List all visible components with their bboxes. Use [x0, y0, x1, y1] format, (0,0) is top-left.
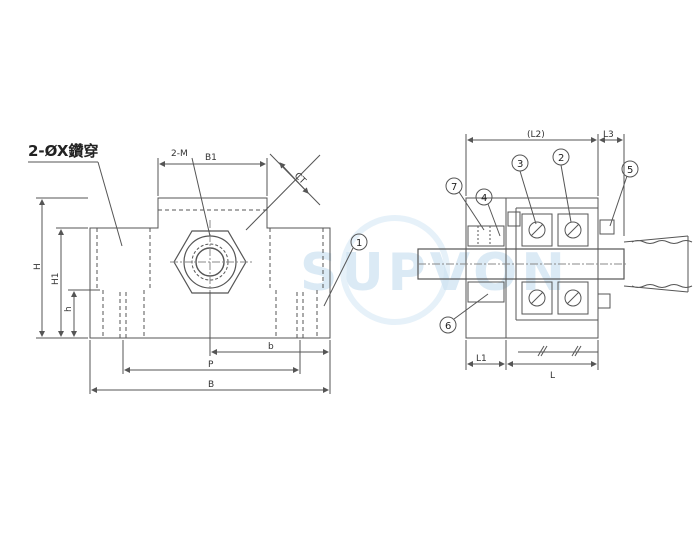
callout-4: 4 — [481, 193, 487, 204]
dim-h-total: H — [33, 263, 43, 270]
callout-7: 7 — [451, 182, 457, 193]
callout-6: 6 — [445, 321, 451, 332]
watermark: SUPVON — [300, 215, 569, 325]
dim-l2: (L2) — [527, 130, 545, 140]
front-centerlines — [170, 220, 252, 304]
callout-5: 5 — [627, 165, 633, 176]
dim-b-small: b — [268, 342, 274, 352]
hole-spec-label: 2-ØX鑽穿 — [28, 142, 98, 160]
side-housing — [465, 197, 599, 339]
callout-3: 3 — [517, 159, 523, 170]
dim-l: L — [550, 371, 555, 381]
side-bearings — [521, 213, 589, 315]
front-view — [28, 153, 368, 394]
side-screw-thread — [623, 235, 693, 293]
callout-2: 2 — [558, 153, 564, 164]
dim-h1: H1 — [51, 273, 61, 286]
dim-l3: L3 — [603, 130, 614, 140]
dim-h-small: h — [64, 306, 74, 312]
watermark-text: SUPVON — [300, 243, 569, 303]
dim-ct: CT — [292, 171, 308, 187]
callout-1: 1 — [356, 238, 362, 249]
front-hidden-holes — [96, 228, 324, 338]
side-view — [417, 134, 693, 370]
dim-b-total: B — [208, 380, 214, 390]
dim-b1: B1 — [205, 153, 217, 163]
front-body-outline — [89, 197, 331, 339]
dim-p: P — [208, 360, 214, 370]
dim-l1: L1 — [476, 354, 487, 364]
dim-m: 2-M — [171, 149, 188, 159]
